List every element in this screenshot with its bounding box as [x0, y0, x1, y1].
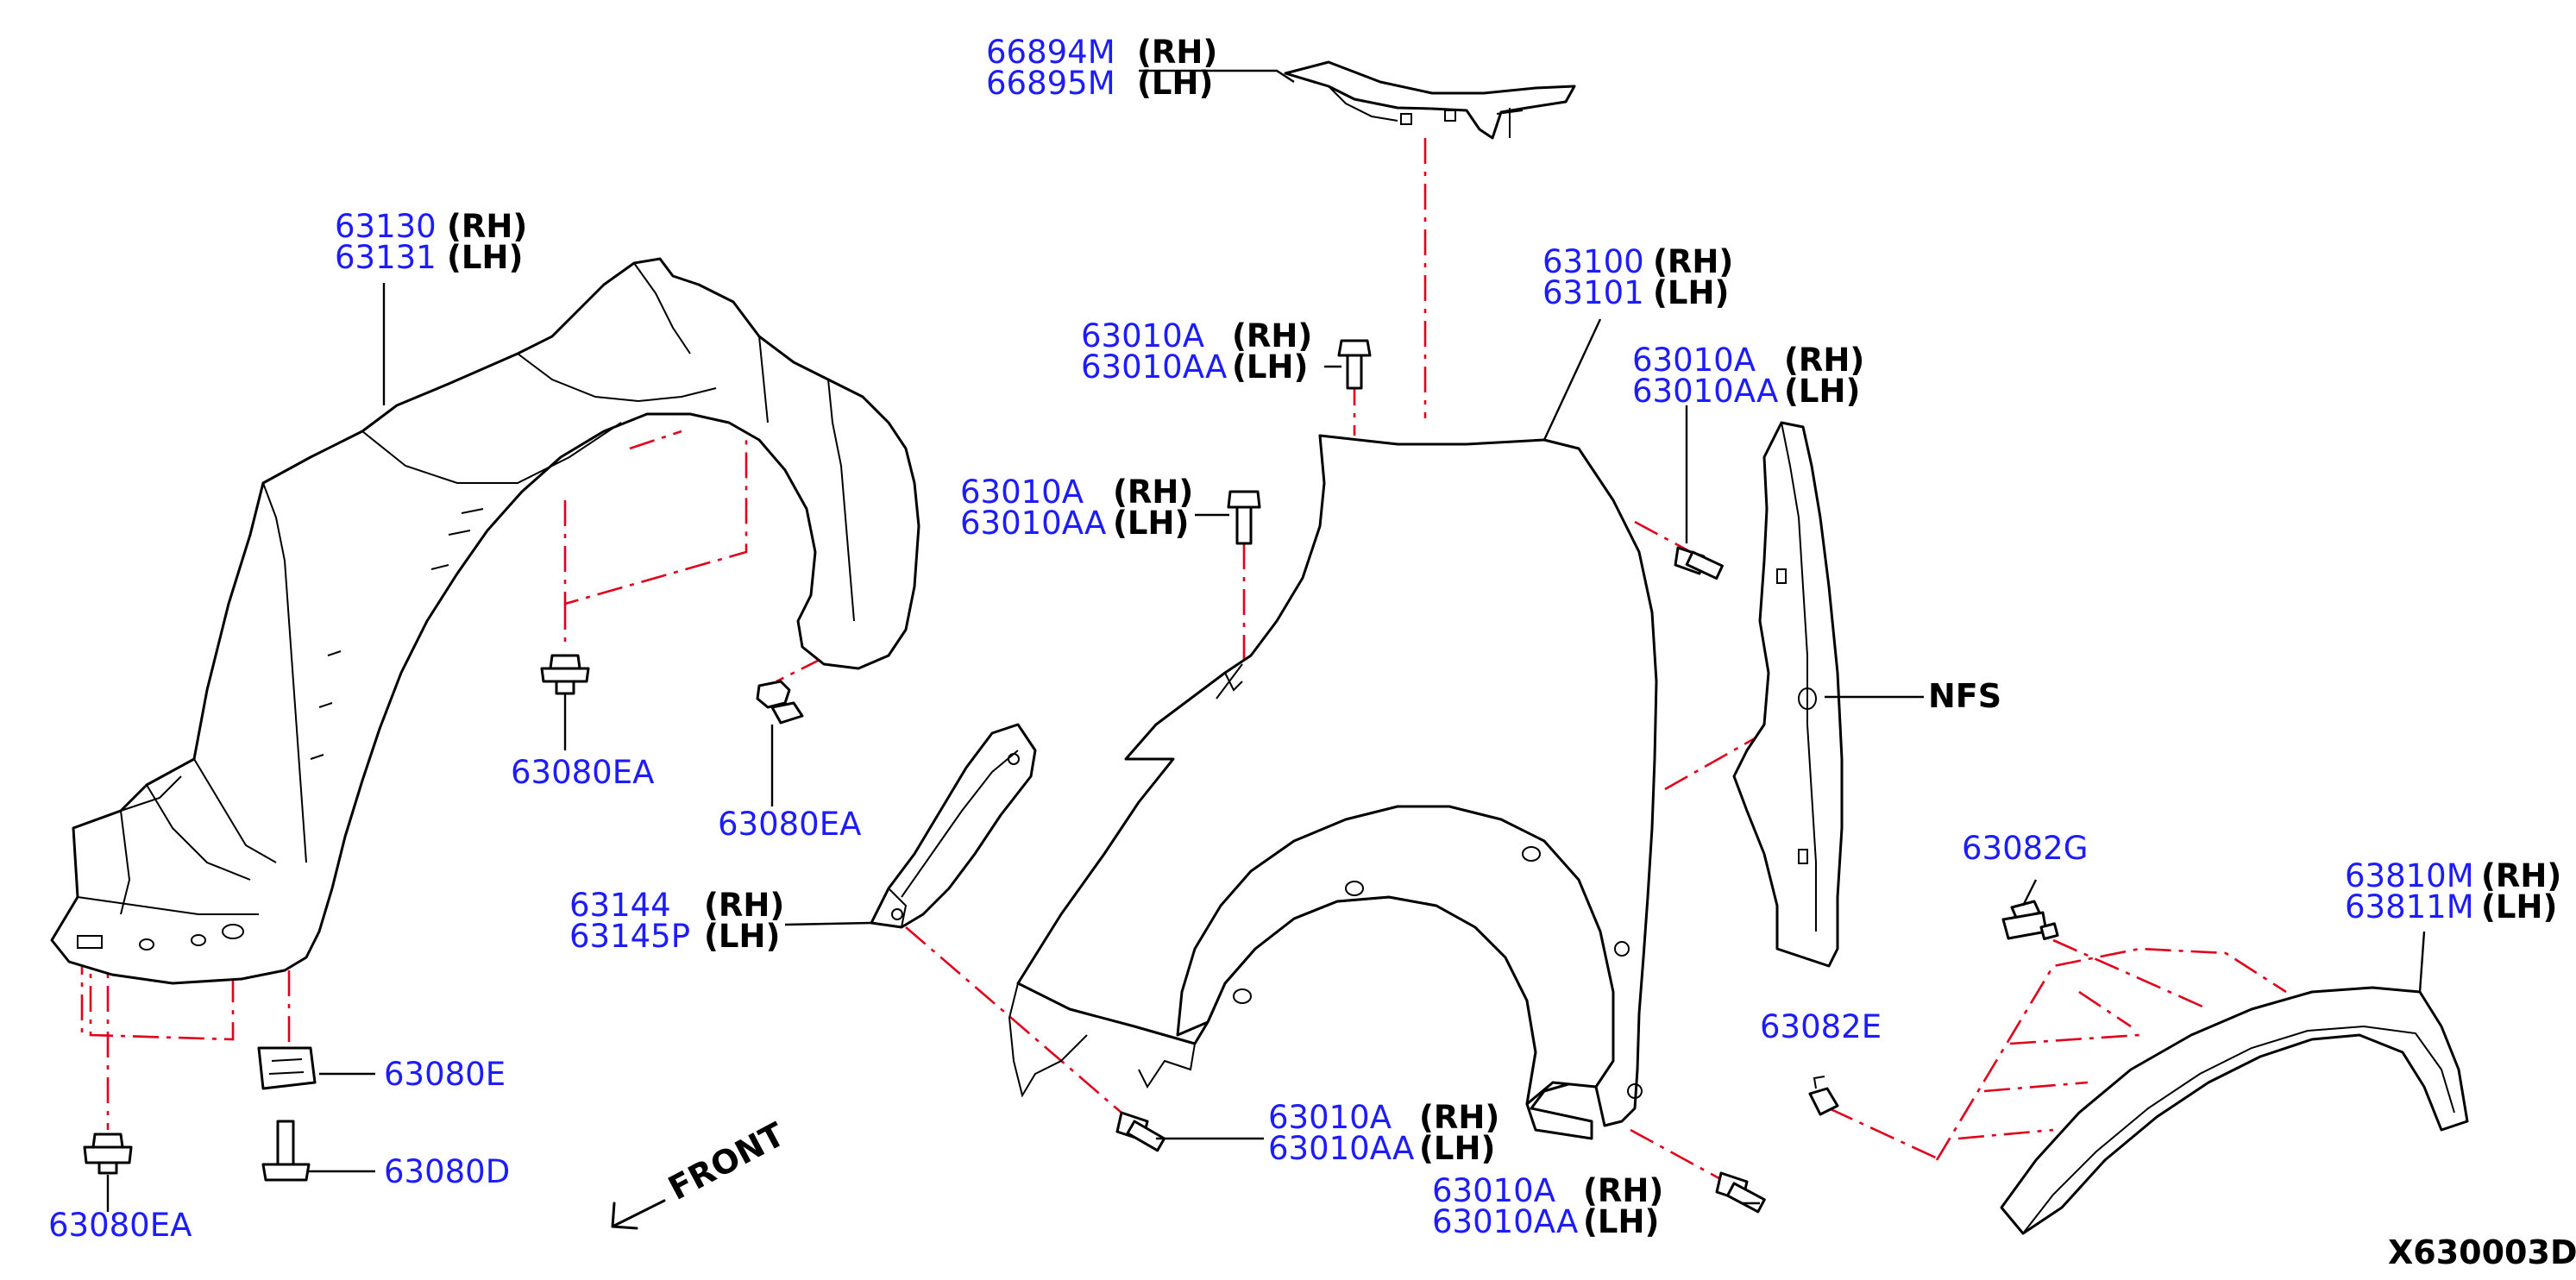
part-number-rh: 63130: [335, 208, 437, 245]
front-label: FRONT: [663, 1115, 791, 1208]
side-lh: (LH): [2481, 888, 2557, 925]
side-rh: (RH): [1653, 243, 1733, 280]
callout-bolt-bottom: 63010A (RH) 63010AA (LH): [1268, 1099, 1499, 1167]
callout-bolt-right: 63010A (RH) 63010AA (LH): [1632, 342, 1864, 410]
clip-63080e: [257, 1046, 317, 1090]
part-number-lh: 63010AA: [1432, 1203, 1578, 1240]
moulding-66894m: [1284, 60, 1576, 140]
part-number-rh: 63810M: [2345, 857, 2474, 894]
part-number-rh: 63144: [569, 887, 671, 924]
part-number-63080ea-c: 63080EA: [48, 1207, 192, 1244]
bolt-lowest: [1715, 1171, 1766, 1214]
fender-liner-front: [50, 257, 920, 985]
front-fender-63100: [1008, 434, 1658, 1140]
side-seal-nfs: [1732, 421, 1844, 968]
bolt-bottom: [1115, 1111, 1166, 1152]
part-number-63080ea-a: 63080EA: [511, 754, 654, 791]
part-number-63080d: 63080D: [384, 1153, 510, 1190]
side-lh: (LH): [1137, 65, 1213, 102]
part-number-lh: 63101: [1542, 274, 1644, 311]
front-arrow: FRONT: [611, 1115, 791, 1230]
callout-63130: 63130 (RH) 63131 (LH): [335, 208, 527, 276]
side-lh: (LH): [1232, 348, 1308, 386]
part-number-rh: 63010A: [960, 474, 1084, 511]
part-number-rh: 63100: [1542, 243, 1644, 280]
clip-63080ea-b: [756, 680, 804, 725]
side-lh: (LH): [1653, 274, 1729, 311]
nfs-label: NFS: [1928, 677, 2001, 715]
side-rh: (RH): [1583, 1172, 1663, 1209]
callout-63810m: 63810M (RH) 63811M (LH): [2345, 857, 2561, 925]
part-number-63082e: 63082E: [1760, 1008, 1882, 1045]
part-number-lh: 63010AA: [1632, 373, 1778, 410]
side-rh: (RH): [2481, 857, 2561, 894]
callout-bolt-top: 63010A (RH) 63010AA (LH): [1081, 317, 1312, 386]
clip-63082g: [2001, 900, 2059, 941]
part-number-rh: 63010A: [1081, 317, 1204, 355]
side-lh: (LH): [1113, 505, 1189, 542]
callout-63100: 63100 (RH) 63101 (LH): [1542, 243, 1733, 311]
side-rh: (RH): [1137, 34, 1217, 71]
part-number-lh: 63131: [335, 239, 437, 276]
bracket-63144: [870, 723, 1037, 929]
callout-bolt-lowest: 63010A (RH) 63010AA (LH): [1432, 1172, 1663, 1240]
reference-code: X630003D: [2388, 1233, 2576, 1271]
part-number-lh: 66895M: [986, 65, 1115, 102]
side-lh: (LH): [1784, 373, 1860, 410]
side-rh: (RH): [1784, 342, 1864, 379]
bolt-top: [1337, 339, 1372, 390]
part-number-rh: 63010A: [1268, 1099, 1392, 1136]
callout-66894m: 66894M (RH) 66895M (LH): [986, 34, 1217, 102]
side-rh: (RH): [704, 887, 784, 924]
part-number-lh: 63811M: [2345, 888, 2474, 925]
arch-moulding-63810m: [2000, 986, 2469, 1235]
bolt-left: [1227, 490, 1261, 545]
part-number-lh: 63010AA: [960, 505, 1106, 542]
part-number-63080ea-b: 63080EA: [718, 806, 861, 843]
clip-63080d: [261, 1120, 311, 1182]
part-number-rh: 63010A: [1432, 1172, 1555, 1209]
leader-lines: [106, 69, 2426, 1212]
part-number-lh: 63010AA: [1268, 1130, 1414, 1167]
side-lh: (LH): [704, 918, 780, 955]
side-lh: (LH): [1583, 1203, 1659, 1240]
part-number-rh: 66894M: [986, 34, 1115, 71]
clip-63080ea-a: [540, 654, 590, 695]
side-lh: (LH): [447, 239, 523, 276]
callout-bolt-left: 63010A (RH) 63010AA (LH): [960, 474, 1193, 542]
clip-63080ea-c: [83, 1133, 133, 1175]
bolt-right: [1674, 546, 1724, 580]
callout-63144: 63144 (RH) 63145P (LH): [569, 887, 784, 955]
part-number-lh: 63145P: [569, 918, 690, 955]
part-number-rh: 63010A: [1632, 342, 1756, 379]
side-rh: (RH): [1232, 317, 1312, 355]
side-lh: (LH): [1419, 1130, 1495, 1167]
side-rh: (RH): [447, 208, 527, 245]
part-number-63080e: 63080E: [384, 1056, 506, 1093]
side-rh: (RH): [1419, 1099, 1499, 1136]
part-number-63082g: 63082G: [1962, 830, 2088, 867]
clip-63082e: [1808, 1076, 1839, 1116]
part-number-lh: 63010AA: [1081, 348, 1227, 386]
side-rh: (RH): [1113, 474, 1193, 511]
